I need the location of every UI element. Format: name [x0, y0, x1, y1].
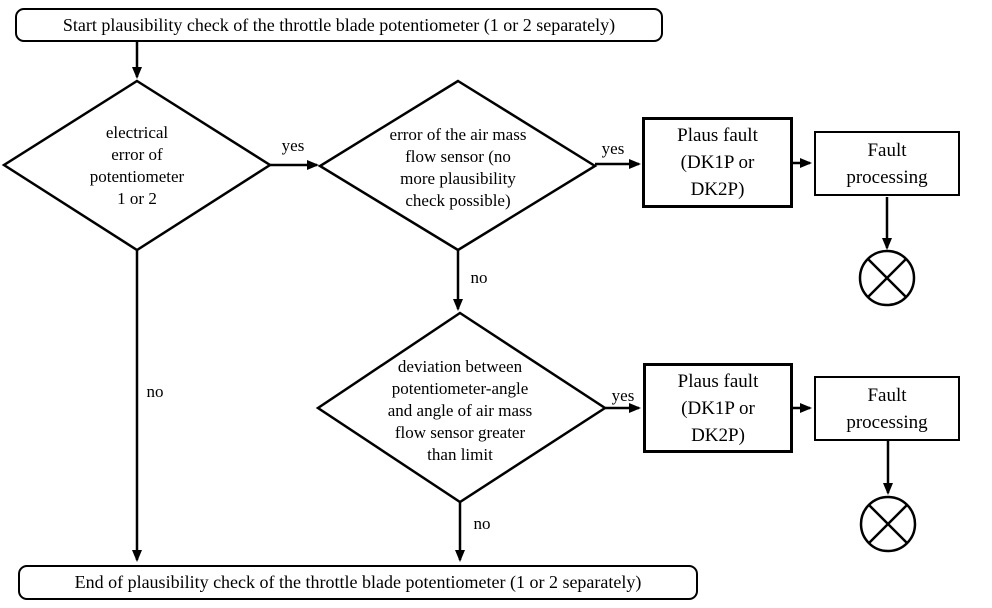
edge-label-yes-deviation: yes	[611, 386, 635, 405]
crossed-circle-icon	[859, 495, 917, 553]
edge-label-no-electrical: no	[146, 382, 164, 401]
node-decision-angle-deviation-label: deviation between potentiometer-angle an…	[387, 357, 533, 464]
node-end: End of plausibility check of the throttl…	[18, 565, 698, 600]
node-start: Start plausibility check of the throttle…	[15, 8, 663, 42]
edge-label-no-air-mass: no	[470, 268, 488, 287]
edge-label-yes-air-mass: yes	[601, 139, 625, 158]
edge-label-yes-electrical: yes	[281, 136, 305, 155]
node-plaus-fault-1: Plaus fault (DK1P or DK2P)	[642, 117, 793, 208]
crossed-circle-icon	[858, 249, 916, 307]
node-decision-electrical-error-label: electrical error of potentiometer 1 or 2	[89, 123, 185, 208]
node-plaus-fault-2: Plaus fault (DK1P or DK2P)	[643, 363, 793, 453]
node-fault-processing-2: Fault processing	[814, 376, 960, 441]
edge-label-no-deviation: no	[473, 514, 491, 533]
node-decision-air-mass-flow-error-label: error of the air mass flow sensor (no mo…	[389, 125, 527, 210]
node-fault-processing-1: Fault processing	[814, 131, 960, 196]
